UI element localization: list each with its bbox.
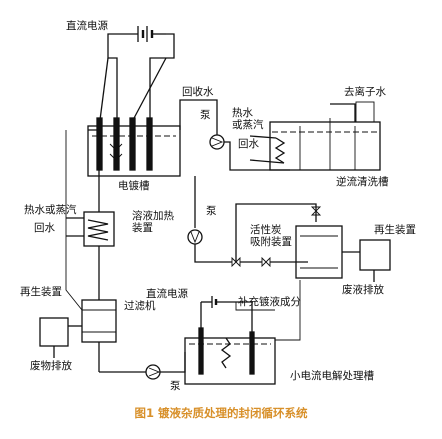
label-waste-liquid-discharge: 废液排放 <box>342 284 384 296</box>
countercurrent-rinse-tank <box>249 101 381 171</box>
label-regeneration-device-left: 再生装置 <box>20 286 62 298</box>
label-activated-carbon-adsorption: 活性炭 吸附装置 <box>250 224 292 249</box>
low-current-electrolysis-tank <box>184 296 276 385</box>
label-pump-bottom: 泵 <box>170 380 181 392</box>
label-low-current-electrolysis-tank: 小电流电解处理槽 <box>290 370 374 382</box>
valves-activated-carbon <box>231 203 391 282</box>
label-filter: 过滤机 <box>124 300 156 312</box>
pump-top <box>209 134 225 150</box>
label-countercurrent-rinse-tank: 逆流清洗槽 <box>336 176 389 188</box>
label-solution-heating-device: 溶液加热 装置 <box>132 210 174 235</box>
label-dc-power-top: 直流电源 <box>66 20 108 32</box>
label-waste-discharge: 废物排放 <box>30 360 72 372</box>
label-hot-water-steam-right: 热水 或蒸汽 <box>232 107 264 132</box>
pump-middle <box>187 176 232 263</box>
filter <box>81 299 146 373</box>
label-return-water-right: 回水 <box>238 138 259 150</box>
label-pump-middle: 泵 <box>206 205 217 217</box>
label-electroplating-tank: 电镀槽 <box>118 180 150 192</box>
regeneration-device-left <box>39 317 82 358</box>
label-return-water-left: 回水 <box>34 222 55 234</box>
figure-caption: 图1 镀液杂质处理的封闭循环系统 <box>134 406 308 420</box>
return-line <box>275 280 301 341</box>
label-hot-water-steam-left: 热水或蒸汽 <box>24 204 77 216</box>
label-dc-power-bottom: 直流电源 <box>146 288 188 300</box>
dc-power-supply-top <box>99 26 175 121</box>
label-deionized-water: 去离子水 <box>344 86 386 98</box>
label-pump-top: 泵 <box>200 109 211 121</box>
electroplating-tank <box>87 117 181 177</box>
label-regeneration-device-right: 再生装置 <box>374 224 416 236</box>
recycled-water-line <box>179 99 218 135</box>
label-replenish-components: 补充镀液成分 <box>238 296 301 308</box>
pump-bottom <box>145 352 186 380</box>
solution-heating-device <box>66 129 115 300</box>
label-recycled-water: 回收水 <box>182 86 214 98</box>
